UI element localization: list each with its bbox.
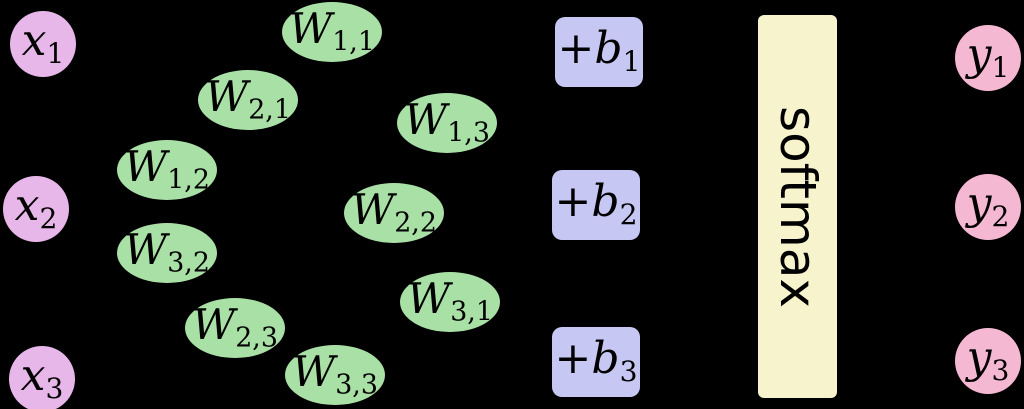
weight-label-w1-3: W1,3 [404, 94, 490, 149]
output-label-y2: y2 [966, 178, 1010, 234]
weight-label-w1-2: W1,2 [124, 141, 210, 196]
bias-node-b2: +b2 [552, 170, 640, 240]
output-node-y1: y1 [955, 25, 1021, 91]
bias-node-b1: +b1 [555, 17, 643, 87]
weight-node-w3-2: W3,2 [117, 223, 217, 283]
weight-label-w2-1: W2,1 [205, 71, 291, 126]
output-label-y3: y3 [966, 332, 1010, 388]
softmax-label: softmax [768, 105, 827, 308]
weight-node-w1-2: W1,2 [117, 140, 217, 200]
weight-label-w2-3: W2,3 [192, 299, 278, 354]
bias-label-b1: +b1 [557, 23, 641, 79]
weight-label-w3-1: W3,1 [407, 273, 493, 328]
weight-node-w2-3: W2,3 [185, 298, 285, 358]
output-node-y3: y3 [955, 328, 1021, 394]
weight-node-w3-1: W3,1 [400, 272, 500, 332]
input-node-x2: x2 [3, 176, 69, 242]
weight-node-w2-1: W2,1 [198, 70, 298, 130]
weight-label-w3-3: W3,3 [292, 346, 378, 401]
weight-node-w1-3: W1,3 [397, 93, 497, 153]
output-node-y2: y2 [955, 174, 1021, 240]
weight-node-w3-3: W3,3 [285, 345, 385, 405]
weight-node-w1-1: W1,1 [282, 2, 382, 62]
weight-label-w2-2: W2,2 [351, 184, 437, 239]
weight-label-w3-2: W3,2 [124, 224, 210, 279]
input-node-x1: x1 [10, 11, 76, 77]
softmax-box: softmax [758, 15, 837, 398]
weight-node-w2-2: W2,2 [344, 183, 444, 243]
input-label-x1: x1 [21, 15, 65, 71]
input-node-x3: x3 [9, 346, 75, 409]
bias-node-b3: +b3 [552, 327, 640, 397]
output-label-y1: y1 [966, 29, 1010, 85]
weight-label-w1-1: W1,1 [289, 3, 375, 58]
bias-label-b2: +b2 [554, 176, 638, 232]
bias-label-b3: +b3 [554, 333, 638, 389]
input-label-x3: x3 [20, 350, 64, 406]
input-label-x2: x2 [14, 180, 58, 236]
